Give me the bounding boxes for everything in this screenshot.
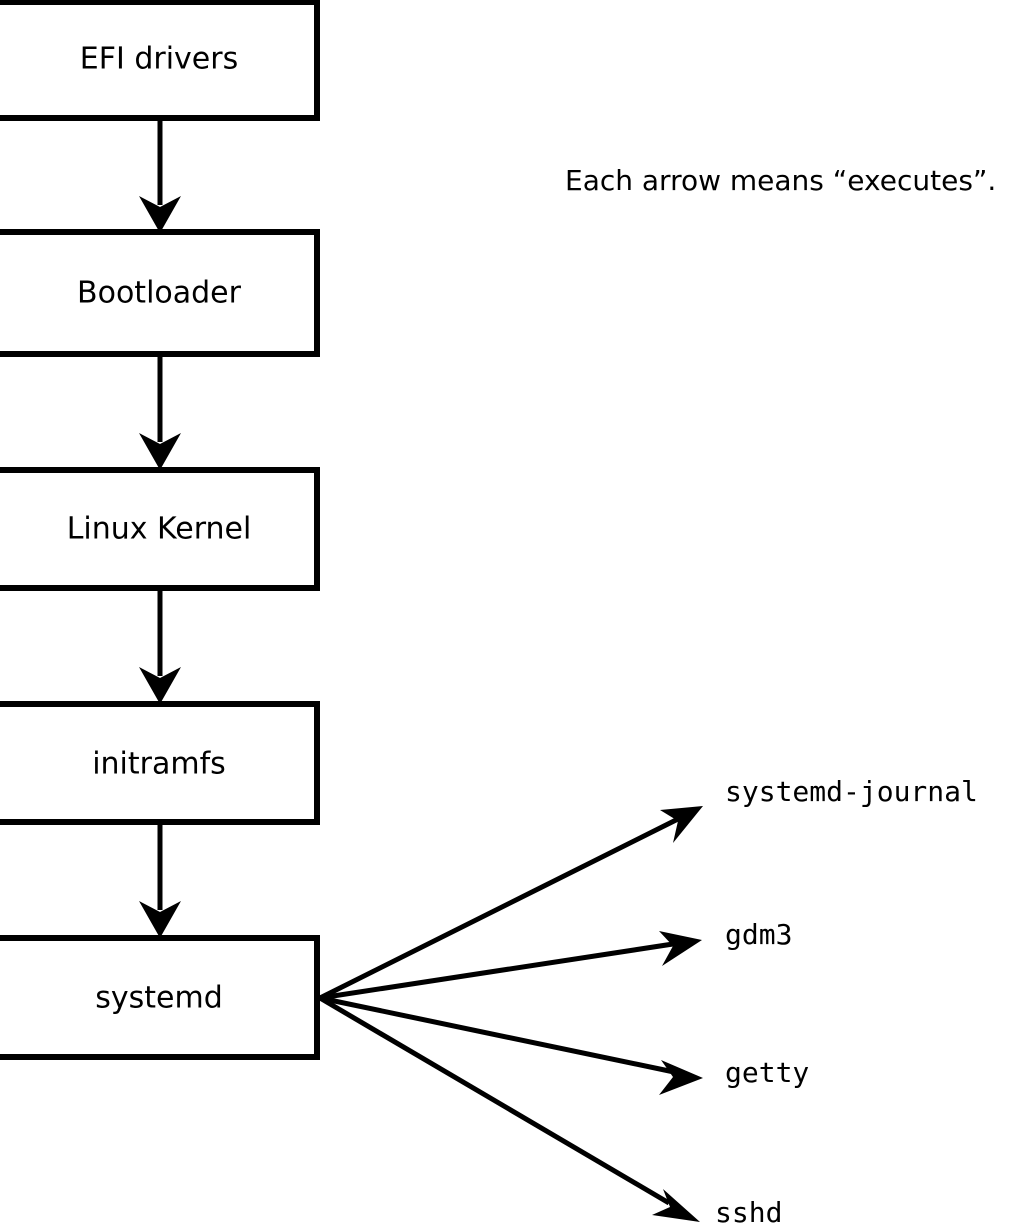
stage-box-rect (0, 467, 320, 591)
legend-annotation: Each arrow means “executes”. (565, 164, 996, 197)
stage-box-label: initramfs (92, 747, 226, 782)
stage-box-bootloader[interactable]: Bootloader (0, 229, 320, 357)
stage-box-rect (0, 0, 320, 121)
stage-box-systemd[interactable]: systemd (0, 935, 320, 1060)
stage-box-initramfs[interactable]: initramfs (0, 701, 320, 825)
stage-box-linux-kernel[interactable]: Linux Kernel (0, 467, 320, 591)
stage-box-label: Linux Kernel (67, 512, 252, 547)
arrow-linux-kernel-to-initramfs (139, 588, 181, 704)
chain-arrows-group (139, 118, 181, 938)
arrow-systemd-to-gdm3 (319, 931, 702, 1001)
arrow-head-icon (139, 196, 181, 233)
stage-box-efi-drivers[interactable]: EFI drivers (0, 0, 320, 121)
arrow-systemd-to-getty (319, 995, 703, 1095)
arrow-efi-drivers-to-bootloader (139, 118, 181, 233)
service-label-systemd-journal[interactable]: systemd-journal (725, 775, 978, 808)
arrow-head-icon (659, 931, 702, 966)
service-label-getty[interactable]: getty (725, 1056, 809, 1089)
service-label-sshd[interactable]: sshd (715, 1196, 782, 1229)
arrow-head-icon (660, 806, 703, 843)
stage-box-rect (0, 935, 320, 1060)
arrow-initramfs-to-systemd (139, 822, 181, 938)
arrow-systemd-to-sshd (318, 995, 700, 1222)
service-arrows-group (318, 806, 703, 1222)
boot-chain-group: EFI drivers Bootloader Linux Kernel init… (0, 0, 320, 1060)
service-label-gdm3[interactable]: gdm3 (725, 918, 792, 951)
arrow-head-icon (139, 667, 181, 704)
stage-box-label: systemd (95, 981, 223, 1016)
arrow-bootloader-to-linux-kernel (139, 354, 181, 470)
stage-box-rect (0, 701, 320, 825)
stage-box-rect (0, 229, 320, 357)
arrow-head-icon (139, 901, 181, 938)
arrow-head-icon (659, 1060, 703, 1095)
stage-box-label: Bootloader (77, 276, 242, 311)
service-labels-group: systemd-journal gdm3 getty sshd (715, 775, 978, 1229)
arrow-shaft (318, 995, 671, 1206)
arrow-shaft (319, 995, 675, 1075)
stage-box-label: EFI drivers (80, 42, 238, 77)
arrow-shaft (319, 941, 674, 1001)
arrow-shaft (318, 816, 680, 1001)
arrow-systemd-to-systemd-journal (318, 806, 703, 1001)
arrow-head-icon (139, 433, 181, 470)
arrow-head-icon (652, 1189, 700, 1222)
